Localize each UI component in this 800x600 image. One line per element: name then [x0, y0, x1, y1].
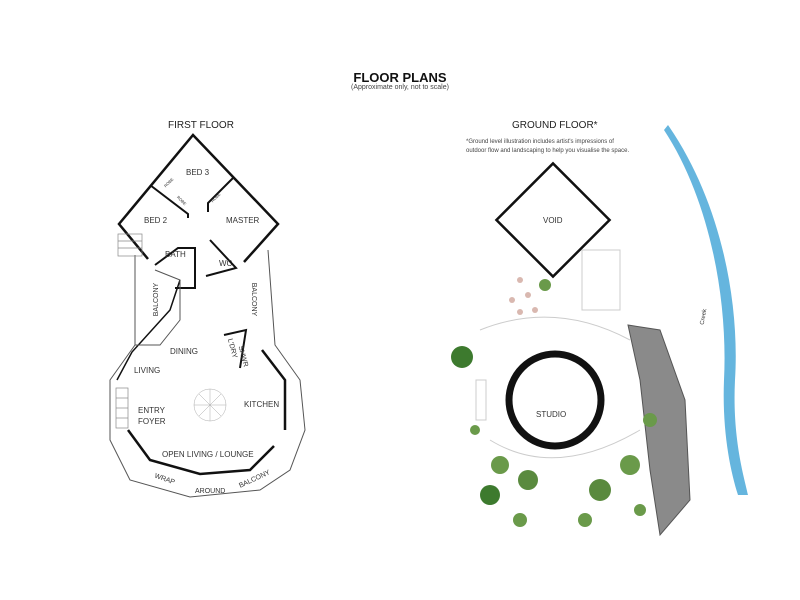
bath-walls — [154, 247, 196, 289]
room-label-balcony-left: BALCONY — [153, 282, 161, 317]
ground-floor-note-line2: outdoor flow and landscaping to help you… — [466, 148, 630, 154]
room-label-around: AROUND — [195, 488, 226, 495]
kitchen-walls — [261, 349, 287, 430]
room-label-master: MASTER — [226, 216, 260, 225]
room-label-studio: STUDIO — [536, 410, 567, 419]
room-label-lounge: OPEN LIVING / LOUNGE — [162, 450, 254, 459]
room-label-foyer: FOYER — [138, 417, 166, 426]
first-floor-heading: FIRST FLOOR — [168, 120, 234, 131]
landscaping-plants — [451, 279, 657, 527]
room-label-wc: WC — [219, 259, 233, 268]
stone-wall — [627, 324, 691, 537]
ground-floor-heading: GROUND FLOOR* — [512, 120, 598, 131]
stairs-icon — [115, 233, 143, 429]
paving-stones — [509, 277, 538, 315]
ground-paths — [475, 249, 641, 459]
laundry-walls — [223, 328, 248, 369]
robe-walls — [149, 184, 189, 218]
room-label-kitchen: KITCHEN — [244, 400, 280, 409]
room-label-void: VOID — [543, 216, 563, 225]
room-label-bed3: BED 3 — [186, 168, 210, 177]
bedroom-wing-walls — [117, 133, 280, 263]
lounge-walls — [116, 279, 181, 381]
room-label-dining: DINING — [170, 347, 198, 356]
room-label-entry: ENTRY — [138, 406, 165, 415]
wc-walls — [205, 239, 238, 277]
room-label-bed2: BED 2 — [144, 216, 168, 225]
ground-floor-note-line1: *Ground level illustration includes arti… — [466, 139, 614, 145]
page-title: FLOOR PLANS — [353, 70, 447, 85]
creek — [664, 125, 748, 495]
lounge-outer-wall — [126, 429, 275, 476]
studio-walls — [505, 350, 605, 450]
room-label-living: LIVING — [134, 366, 161, 375]
void-outline — [494, 161, 612, 279]
robe-walls-right — [207, 176, 235, 212]
spiral-stair-icon — [193, 388, 227, 422]
room-label-balcony-right: BALCONY — [250, 282, 258, 317]
first-floor-plan — [116, 133, 287, 476]
first-floor-balcony-outline — [109, 249, 306, 498]
page-subtitle: (Approximate only, not to scale) — [351, 84, 449, 91]
room-label-bath: BATH — [165, 250, 186, 259]
